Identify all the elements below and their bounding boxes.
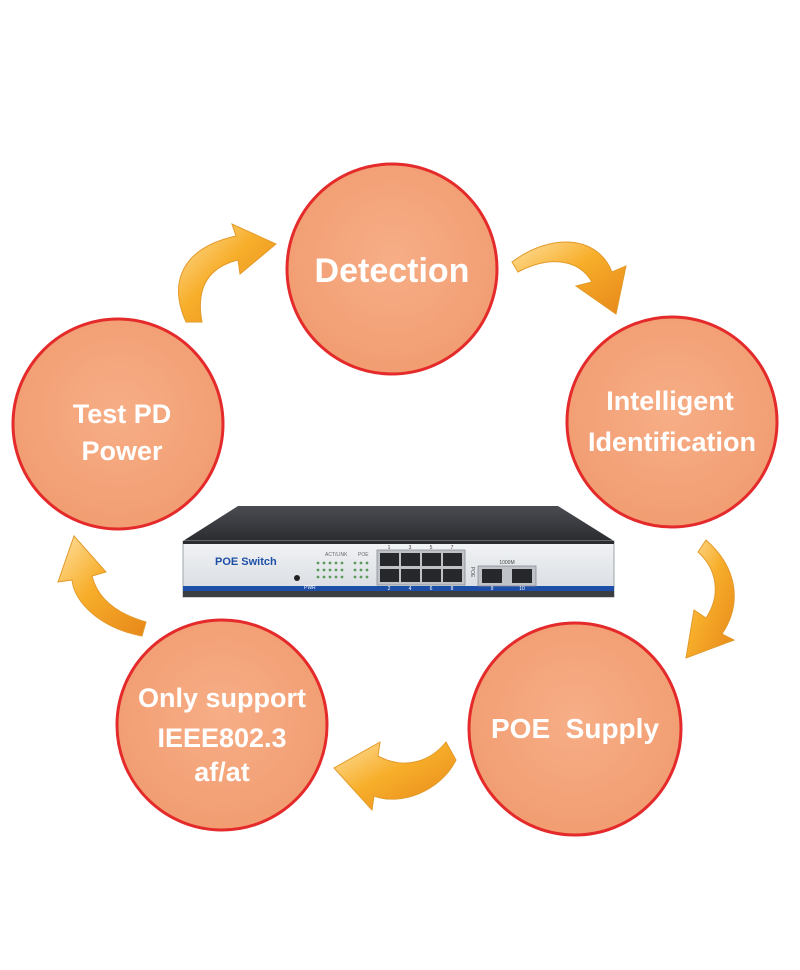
port-number-5: 5 [430, 545, 433, 551]
arrow-test-to-detection [178, 223, 277, 323]
node-test-pd-line1: Test PD [73, 399, 172, 429]
port-number-9: 9 [491, 586, 494, 592]
port-number-8: 8 [451, 586, 454, 592]
act-link-label: ACT/LINK [325, 552, 348, 558]
port-number-2: 2 [388, 586, 391, 592]
node-intelligent-identification: Intelligent Identification [565, 315, 779, 529]
arrow-ieee-to-test [57, 535, 147, 637]
arrow-detection-to-identification [511, 241, 627, 315]
node-poe-supply: POE Supply [467, 621, 683, 837]
node-identification-line2: Identification [588, 427, 756, 457]
uplink-label: 1000M [499, 560, 514, 566]
poe-port-1 [380, 553, 399, 566]
uplink-port-9 [482, 569, 502, 583]
poe-switch-device: POE Switch ACT/LINK POE PWR 1 3 5 7 [182, 506, 615, 598]
port-number-10: 10 [519, 586, 525, 592]
poe-led-label: POE [358, 552, 369, 558]
poe-port-4 [401, 569, 420, 582]
switch-brand-label: POE Switch [215, 556, 277, 568]
arrow-identification-to-supply [685, 539, 736, 659]
front-stripe [183, 586, 614, 591]
node-ieee-line2: IEEE802.3 [157, 723, 286, 753]
port-number-3: 3 [409, 545, 412, 551]
node-detection-label: Detection [315, 252, 470, 290]
poe-port-8 [443, 569, 462, 582]
uplink-port-block [477, 565, 537, 587]
node-test-pd-line2: Power [81, 436, 163, 466]
node-poe-supply-label: POE Supply [491, 713, 659, 744]
pwr-label: PWR [304, 585, 316, 591]
node-test-pd-power: Test PD Power [11, 317, 225, 531]
poe-port-7 [443, 553, 462, 566]
poe-port-block [376, 549, 466, 586]
poe-side-label: POE [469, 567, 475, 578]
node-identification-line1: Intelligent [606, 386, 734, 416]
poe-port-3 [401, 553, 420, 566]
node-ieee-line1: Only support [138, 683, 306, 713]
power-led [294, 575, 300, 581]
uplink-port-10 [512, 569, 532, 583]
port-number-7: 7 [451, 545, 454, 551]
poe-port-5 [422, 553, 441, 566]
node-ieee-line3: af/at [194, 757, 250, 787]
port-number-1: 1 [388, 545, 391, 551]
node-ieee-support: Only support IEEE802.3 af/at [115, 618, 329, 832]
status-led-grid [316, 561, 369, 579]
port-number-6: 6 [430, 586, 433, 592]
port-number-4: 4 [409, 586, 412, 592]
poe-port-2 [380, 569, 399, 582]
poe-port-6 [422, 569, 441, 582]
arrow-supply-to-ieee [333, 741, 457, 812]
node-detection: Detection [285, 162, 499, 376]
